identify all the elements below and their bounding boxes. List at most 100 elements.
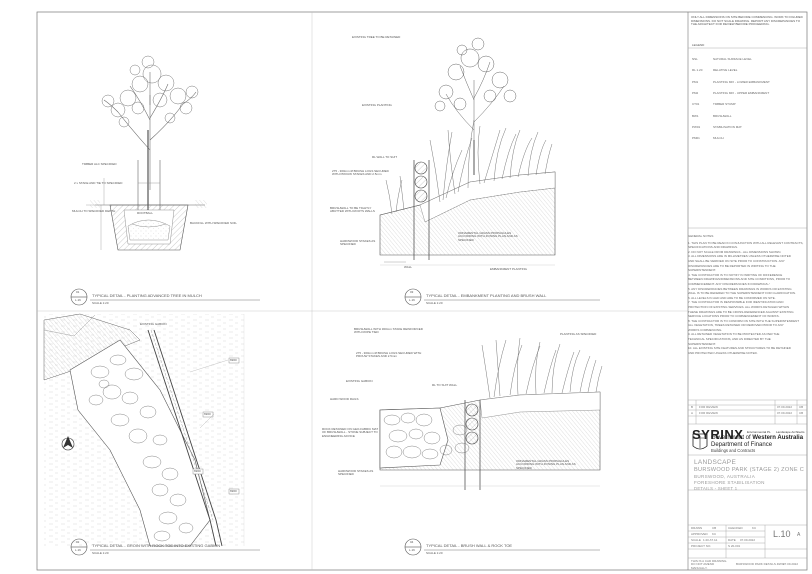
detail-01-title: TYPICAL DETAIL - PLANTING ADVANCED TREE … — [92, 293, 202, 298]
revision-0-by: CB — [799, 405, 804, 409]
detail-03-callout-stakes: HARDWOOD STAKES AS SPECIFIED — [340, 239, 376, 247]
revision-1-by: CB — [799, 411, 804, 415]
legend-code-5: BW1 — [692, 114, 699, 118]
legend-code-0: NSL — [692, 57, 698, 61]
legend-code-4: CT01 — [692, 102, 700, 106]
note-line: COMMENCEMENT. ANY DISCREPANCIES IN DRAWI… — [688, 281, 770, 286]
rocks-04 — [383, 412, 470, 460]
rocks-02 — [88, 354, 194, 542]
detail-01-scale: SCALE 1:20 — [92, 301, 109, 305]
tree-foliage-01 — [101, 55, 199, 128]
north-arrow-icon — [61, 436, 75, 451]
detail-04-callout-logs-b: 275 - 300mm Ø BRUSH LOGS SECURED WITH PR… — [356, 351, 422, 359]
detail-01-callout-rootball: ROOTBALL — [137, 211, 154, 215]
tb-approved: KC — [712, 532, 717, 536]
gabion-04 — [379, 407, 449, 469]
detail-04-scale: SCALE 1:20 — [426, 551, 443, 555]
detail-03-sheet: L.16 — [409, 298, 415, 302]
titleblock-grid — [688, 227, 807, 559]
project-line1: BURSWOOD PARK (STAGE 2) ZONE C — [694, 467, 805, 473]
note-line: 9. ALL RETAINED VEGETATION TO BE PROTECT… — [688, 332, 780, 337]
legend-text-2: PLANTING MIX - LOWER EMBANKMENT — [713, 80, 770, 84]
legend-code-7: PM01 — [692, 136, 700, 140]
gov-line1-a: Government of — [711, 435, 751, 441]
detail-02-number: 02 — [76, 540, 80, 544]
revision-1-date: 07.09.2022 — [777, 411, 793, 415]
detail-01-number: 01 — [76, 290, 80, 294]
consultant-logo: SYRINX — [692, 427, 744, 442]
brush-logs-03 — [414, 161, 428, 203]
detail-04-callout-logs-a: BRUSHWALL WITH 300mm STAKE REINFORCED WI… — [354, 327, 423, 335]
detail-03-callout-rl: RL WALL TO SUIT — [372, 155, 398, 159]
detail-02-groin — [43, 313, 245, 547]
detail-04-sheet: L.16 — [409, 548, 415, 552]
tb-checked: KC — [752, 526, 757, 530]
tb-checked-label: CHECKED — [728, 526, 743, 530]
tb-revision: A — [797, 532, 801, 538]
project-line3: FORESHORE STABILISATION — [694, 480, 765, 485]
legend-heading: LEGEND — [692, 43, 705, 47]
legend-code-3: PM2 — [692, 91, 699, 95]
detail-03-callout-brush: BRUSHWALL TO BE TIGHTLY ABUTTED WITH ROO… — [330, 206, 375, 214]
sheet-border — [36, 11, 808, 571]
detail-02-title: TYPICAL DETAIL - GROIN WITH ROCK TOE INT… — [92, 543, 221, 548]
detail-03-title: TYPICAL DETAIL - EMBANKMENT PLANTING AND… — [426, 293, 547, 298]
detail-01-sheet: L.16 — [75, 298, 81, 302]
tb-date: 07.09.2022 — [740, 538, 756, 542]
note-line: 6. ALL LEVELS IN AHD AND ARE TO BE CONFI… — [688, 295, 776, 300]
gov-line3: Buildings and Contracts — [711, 448, 756, 453]
wa-crest-icon — [692, 433, 708, 450]
legend-code-6: PW01 — [692, 125, 701, 129]
legend-code-1: RL 1.20 — [692, 68, 703, 72]
revision-1-rev: A — [691, 411, 694, 415]
tb-drawn-label: DRAWN — [691, 526, 703, 530]
legend-text-0: NATURAL SURFACE LEVEL — [713, 57, 752, 61]
note-line: SUPERINTENDENT. — [688, 268, 717, 273]
detail-02-scale: SCALE 1:20 — [92, 551, 109, 555]
gov-line1-b: Western Australia — [752, 435, 804, 441]
tb-scale-label: SCALE — [691, 538, 701, 542]
detail-02-tag-4: 6960 — [230, 489, 237, 493]
detail-03-callout-planting: EXISTING PLANTING — [362, 103, 392, 107]
note-line: WALL IS TO BE REFERED TO THE SUPERINTEND… — [688, 291, 796, 296]
detail-01-callout-mulch: MULCH TO SPECIFIED DEPTH — [72, 209, 116, 213]
note-line: THESE DRAWINGS ARE TO BE CROSS-REFERENCE… — [688, 309, 794, 314]
note-line: DISCREPANCIES ARE TO BE REPORTED IN WRIT… — [688, 263, 776, 268]
top-note: ONLY ALL DIMENSIONS ON SITE BEFORE COMME… — [691, 15, 803, 27]
consultant-sub2: Landscape Architects — [776, 430, 805, 434]
legend-text-4: TIMBER STUMP — [713, 102, 736, 106]
detail-04-number: 04 — [410, 540, 414, 544]
gov-line2: Department of Finance — [711, 442, 773, 448]
detail-01-callout-soil: BACKFILL WITH SPECIFIED SOIL — [190, 221, 237, 225]
detail-03-number: 03 — [410, 290, 414, 294]
note-line: PROTECTION OF EXISTING SERVICES. ALL WOR… — [688, 304, 790, 309]
revision-1-desc: FOR REVIEW — [699, 411, 719, 415]
detail-02-tag-3: 6960 — [194, 469, 201, 473]
detail-03-callout-wall: WALL — [404, 265, 413, 269]
detail-bubbles — [70, 288, 422, 556]
legend-text-1: RELATIVE LEVEL — [713, 68, 738, 72]
detail-04-callout-planting: PLANTING AS SPECIFIED — [560, 332, 597, 336]
detail-02-callout-gabion: EXISTING GABION — [140, 322, 167, 326]
detail-03-callout-logs: 275 - 300mm Ø BRUSH LOGS SECURED WITH PR… — [332, 169, 389, 177]
detail-04-brushwall — [379, 337, 603, 490]
detail-04-callout-ornamental: ORNAMENTAL GRASS PROPAGULES ACCORDING WI… — [516, 459, 576, 470]
detail-04-callout-hardwood: HARD WOOD RAILS — [330, 397, 359, 401]
legend-text-3: PLANTING MIX - UPPER EMBANKMENT — [713, 91, 770, 95]
note-line: 5. ANY DISCREPANCIES BETWEEN DRAWINGS IN… — [688, 286, 792, 291]
detail-03-callout-ornamental: ORNAMENTAL GRASS PROPAGULES ACCORDING WI… — [458, 231, 518, 242]
tb-projectno: S 20-001 — [728, 544, 741, 548]
note-line: WORKS COMMENCING. — [688, 327, 723, 332]
note-line: SERVICE LOCATIONS PRIOR TO COMMENCEMENT … — [688, 314, 780, 319]
grass-planting-03 — [385, 119, 553, 215]
note-line: SPECIFICATIONS AND DRAWINGS. — [688, 245, 738, 250]
detail-03-callout-tree: EXISTING TREE TO BE RETAINED — [352, 35, 401, 39]
notes-heading: GENERAL NOTES — [688, 234, 714, 238]
legend-text-6: STABILISATION MAT — [713, 125, 742, 129]
note-line: AND SHALL BE VERIFIED ON SITE PRIOR TO C… — [688, 258, 785, 263]
note-line: 4. THE CONTRACTOR IS TO NOTIFY IN WRITIN… — [688, 272, 783, 277]
detail-01-callout-stakes: 2 x STAKE AND TIE TO SPECIFIED — [74, 181, 123, 185]
footer-left: THIS IS A CAD DRAWING. DO NOT AMEND MANU… — [691, 559, 728, 570]
detail-04-callout-stakes: HARDWOOD STAKES AS SPECIFIED — [338, 469, 374, 477]
